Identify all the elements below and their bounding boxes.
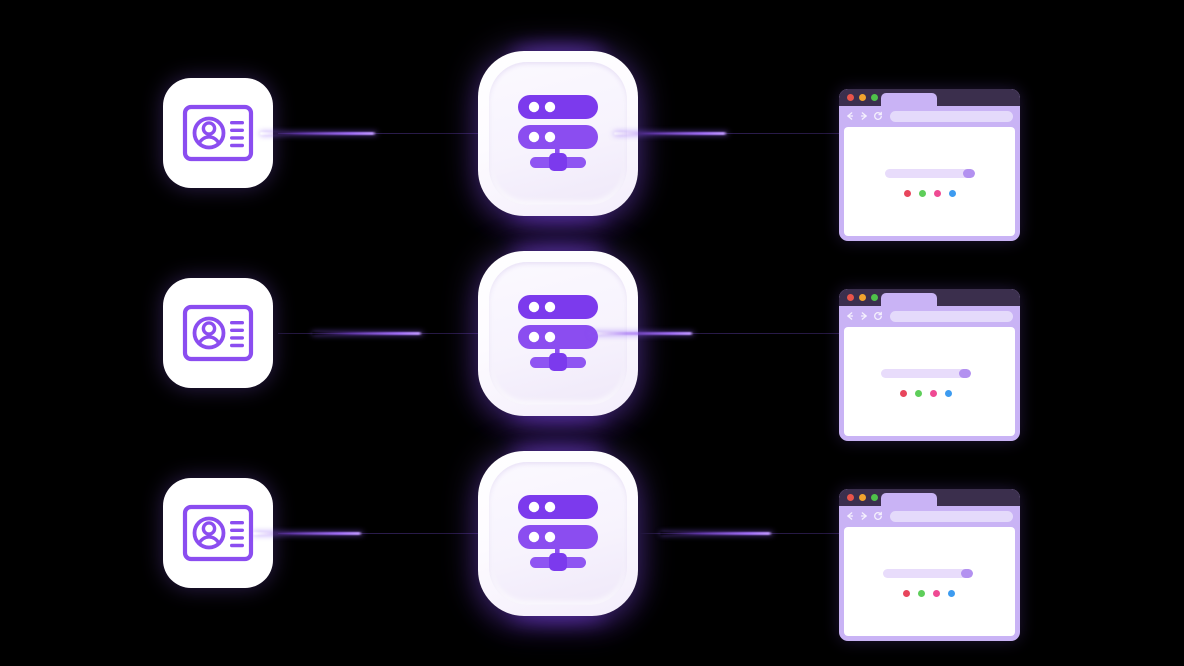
connector-pulse xyxy=(590,332,694,335)
connector-pulse xyxy=(312,332,423,335)
server-tile-inner xyxy=(489,462,627,605)
id-card-icon xyxy=(182,304,254,362)
status-dot xyxy=(903,190,911,197)
id-card-icon xyxy=(182,504,254,562)
browser-tab[interactable] xyxy=(881,93,937,106)
browser-titlebar xyxy=(839,89,1020,106)
browser-window-node[interactable] xyxy=(839,489,1020,641)
maximize-button-icon[interactable] xyxy=(871,494,878,501)
address-bar[interactable] xyxy=(890,110,1013,122)
connector-pulse xyxy=(260,132,377,135)
status-dot xyxy=(917,590,925,597)
flow-row xyxy=(0,233,1184,441)
server-icon xyxy=(510,291,606,377)
minimize-button-icon[interactable] xyxy=(859,494,866,501)
flow-row xyxy=(0,33,1184,241)
identity-card-node[interactable] xyxy=(157,272,279,394)
forward-arrow-icon[interactable] xyxy=(859,111,869,121)
reload-icon[interactable] xyxy=(873,111,883,121)
status-dot xyxy=(914,390,922,397)
server-tile-inner xyxy=(489,262,627,405)
close-button-icon[interactable] xyxy=(847,294,854,301)
browser-tab[interactable] xyxy=(881,493,937,506)
browser-tab[interactable] xyxy=(881,293,937,306)
connector-identity-to-server xyxy=(253,532,490,535)
forward-arrow-icon[interactable] xyxy=(859,511,869,521)
browser-toolbar xyxy=(839,506,1020,526)
progress-bar xyxy=(882,569,973,578)
browser-content-area xyxy=(844,327,1015,436)
server-node[interactable] xyxy=(478,445,638,622)
status-dot xyxy=(948,190,956,197)
status-dot-row xyxy=(903,190,956,197)
connector-identity-to-server xyxy=(278,332,490,335)
connector-pulse xyxy=(253,532,364,535)
window-controls[interactable] xyxy=(847,294,878,301)
back-arrow-icon[interactable] xyxy=(845,311,855,321)
back-arrow-icon[interactable] xyxy=(845,111,855,121)
status-dot xyxy=(918,190,926,197)
id-card-icon xyxy=(182,104,254,162)
status-dot-row xyxy=(902,590,955,597)
browser-titlebar xyxy=(839,289,1020,306)
browser-content-area xyxy=(844,527,1015,636)
connection-line-icon xyxy=(640,333,846,334)
progress-bar-fill xyxy=(958,369,971,378)
browser-titlebar xyxy=(839,489,1020,506)
window-controls[interactable] xyxy=(847,494,878,501)
status-dot xyxy=(933,190,941,197)
close-button-icon[interactable] xyxy=(847,94,854,101)
server-tile-inner xyxy=(489,62,627,205)
status-dot xyxy=(932,590,940,597)
minimize-button-icon[interactable] xyxy=(859,294,866,301)
status-dot xyxy=(899,390,907,397)
address-bar[interactable] xyxy=(890,510,1013,522)
connection-line-icon xyxy=(640,133,846,134)
connector-server-to-browser xyxy=(590,332,846,335)
browser-toolbar xyxy=(839,106,1020,126)
progress-bar xyxy=(884,169,975,178)
connection-line-icon xyxy=(278,133,490,134)
identity-card-node[interactable] xyxy=(157,72,279,194)
reload-icon[interactable] xyxy=(873,511,883,521)
connector-server-to-browser xyxy=(614,132,846,135)
connector-server-to-browser xyxy=(640,532,846,535)
progress-bar xyxy=(880,369,971,378)
close-button-icon[interactable] xyxy=(847,494,854,501)
connector-identity-to-server xyxy=(260,132,490,135)
server-node[interactable] xyxy=(478,45,638,222)
identity-card-tile xyxy=(163,278,273,388)
browser-content-area xyxy=(844,127,1015,236)
connection-line-icon xyxy=(278,533,490,534)
window-controls[interactable] xyxy=(847,94,878,101)
minimize-button-icon[interactable] xyxy=(859,94,866,101)
browser-window-node[interactable] xyxy=(839,89,1020,241)
identity-card-tile xyxy=(163,78,273,188)
browser-window-node[interactable] xyxy=(839,289,1020,441)
status-dot xyxy=(944,390,952,397)
reload-icon[interactable] xyxy=(873,311,883,321)
progress-bar-fill xyxy=(960,569,973,578)
progress-bar-fill xyxy=(962,169,975,178)
forward-arrow-icon[interactable] xyxy=(859,311,869,321)
flow-row xyxy=(0,433,1184,641)
address-bar[interactable] xyxy=(890,310,1013,322)
server-icon xyxy=(510,91,606,177)
status-dot xyxy=(902,590,910,597)
browser-toolbar xyxy=(839,306,1020,326)
maximize-button-icon[interactable] xyxy=(871,94,878,101)
status-dot-row xyxy=(899,390,952,397)
status-dot xyxy=(929,390,937,397)
connector-pulse xyxy=(614,132,728,135)
server-icon xyxy=(510,491,606,577)
back-arrow-icon[interactable] xyxy=(845,511,855,521)
connector-pulse xyxy=(659,532,774,535)
status-dot xyxy=(947,590,955,597)
maximize-button-icon[interactable] xyxy=(871,294,878,301)
